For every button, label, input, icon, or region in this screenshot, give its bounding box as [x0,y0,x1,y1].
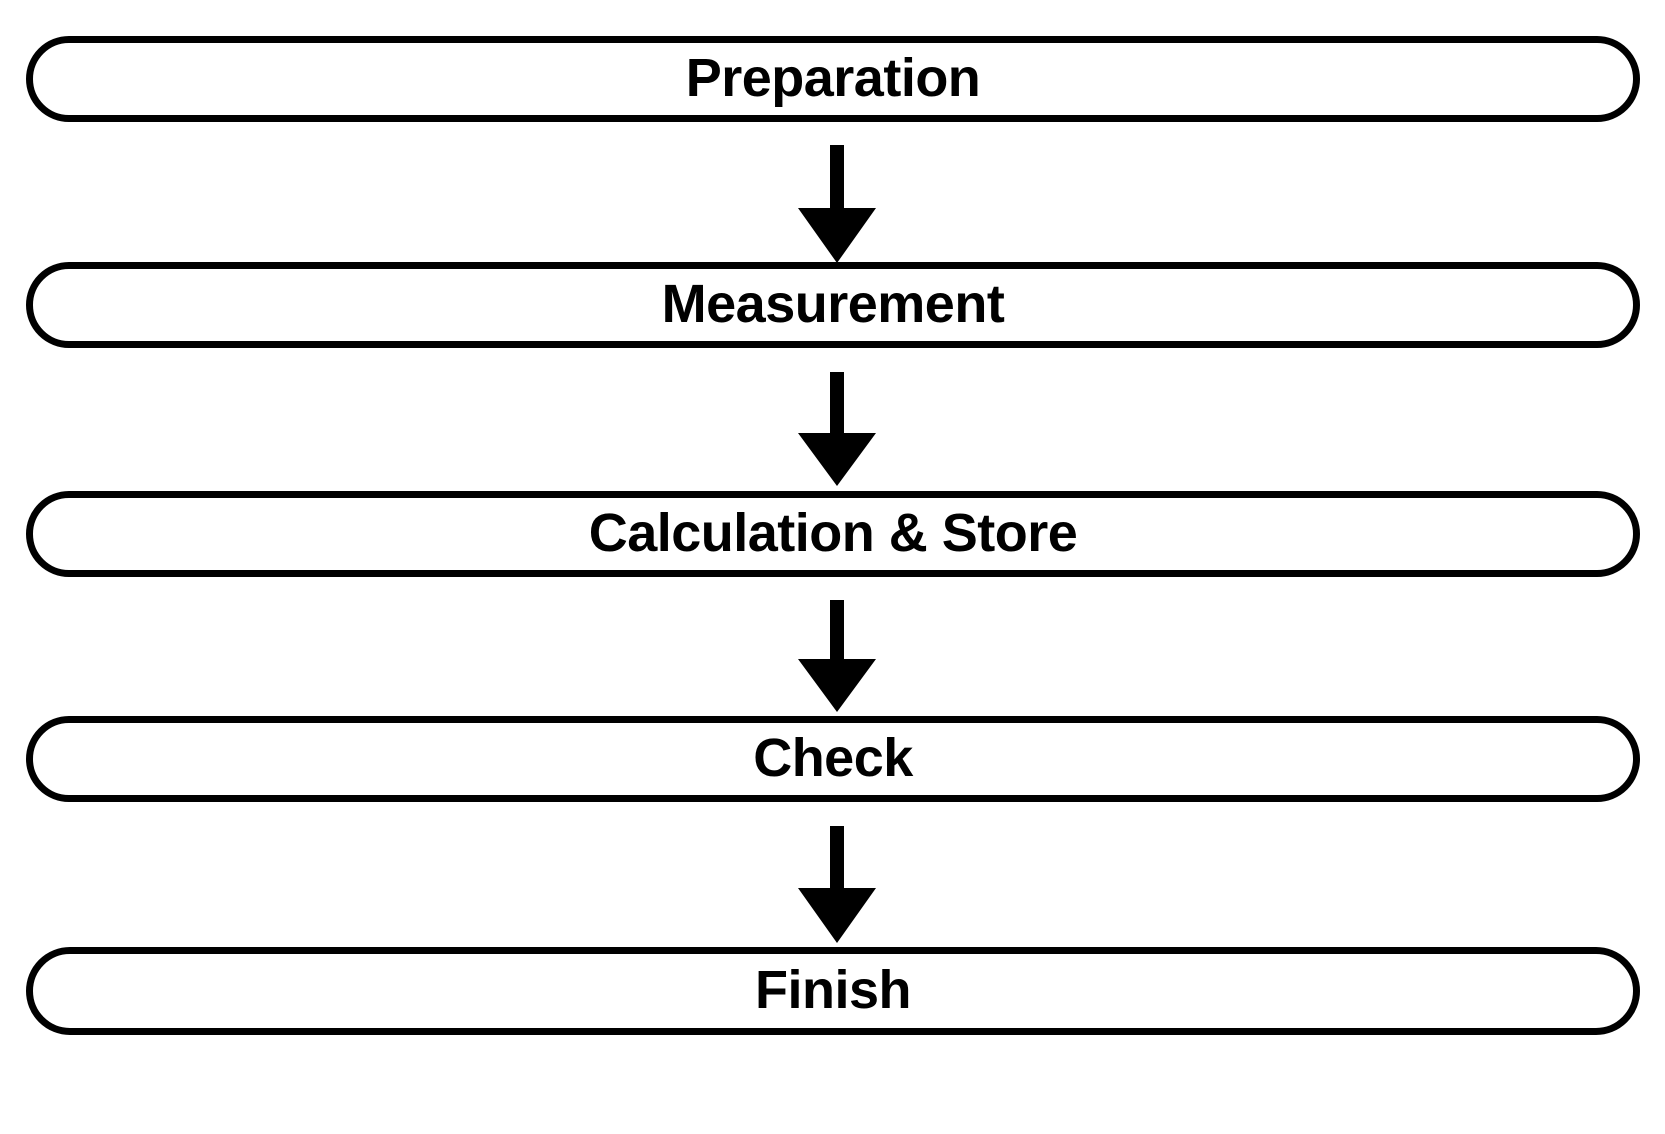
flow-node-label: Finish [755,960,912,1020]
flow-node-calculation-store[interactable]: Calculation & Store [26,491,1640,577]
flow-node-finish[interactable]: Finish [26,947,1640,1035]
arrow-down-icon-measurement-to-calculation [798,372,876,486]
flow-node-label: Measurement [661,274,1005,334]
flow-node-label: Check [753,728,913,788]
arrow-down-icon-calculation-to-check [798,600,876,712]
flow-node-label: Preparation [685,48,981,108]
arrow-down-icon-preparation-to-measurement [798,145,876,263]
arrow-down-icon-check-to-finish [798,826,876,943]
flow-node-preparation[interactable]: Preparation [26,36,1640,122]
flow-node-label: Calculation & Store [588,503,1078,563]
flow-node-measurement[interactable]: Measurement [26,262,1640,348]
flow-node-check[interactable]: Check [26,716,1640,802]
